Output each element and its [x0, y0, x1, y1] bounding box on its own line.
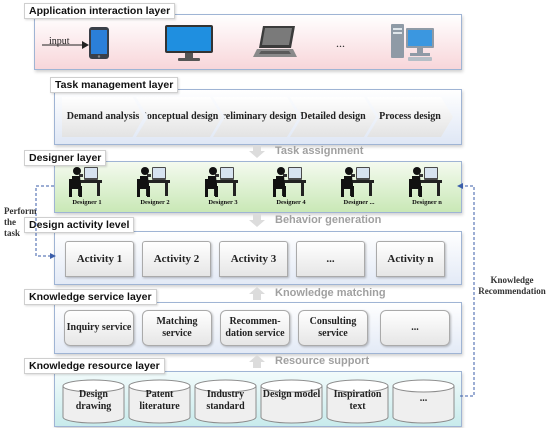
designer-label: Designer 2 [140, 199, 170, 206]
resource-support-label: Resource support [275, 355, 370, 367]
task-step-conceptual-design: Conceptual design [136, 97, 222, 137]
task-step-preliminary-design: Preliminary design [213, 97, 299, 137]
designer-label: Designer 1 [72, 199, 102, 206]
matching-service: Matching service [142, 310, 212, 346]
resource-row: Design drawing Patent literature Industr… [54, 371, 460, 425]
service-layer-title: Knowledge service layer [24, 289, 157, 305]
perform-task-label: Perform the task [4, 206, 37, 238]
resource-industry-standard: Industry standard [194, 379, 257, 425]
designer-label: Designer 4 [276, 199, 306, 206]
resource-inspiration-text: Inspiration text [326, 379, 389, 425]
service-row: Inquiry service Matching service Recomme… [54, 302, 460, 352]
knowledge-recommendation-connector [457, 183, 475, 397]
monitor-icon [165, 25, 213, 61]
perform-task-connector [35, 185, 56, 259]
designer-label: Designer n [412, 199, 442, 206]
database-cylinder-icon [62, 379, 125, 424]
recommendation-service: Recommen- dation service [220, 310, 290, 346]
designer-at-desk-icon [273, 167, 306, 197]
input-label: input [49, 36, 70, 47]
knowledge-matching-label: Knowledge matching [275, 287, 386, 299]
designer-4: Designer 4 [266, 165, 316, 209]
designer-row: Designer 1 Designer 2 [54, 161, 460, 211]
activity-layer-title: Design activity level [24, 217, 135, 233]
designer-label: Designer 3 [208, 199, 238, 206]
input-arrow [42, 41, 89, 49]
designer-2: Designer 2 [130, 165, 180, 209]
designer-label: Designer ... [343, 199, 375, 206]
resource-label: Industry standard [206, 389, 245, 412]
task-steps: Demand analysis Conceptual design Prelim… [62, 97, 453, 137]
resource-design-model: Design model [260, 379, 323, 425]
designer-1: Designer 1 [62, 165, 112, 209]
designer-at-desk-icon [69, 167, 102, 197]
resource-label: ... [419, 393, 428, 404]
laptop-icon [253, 26, 297, 57]
designer-3: Designer 3 [198, 165, 248, 209]
knowledge-matching-arrow [249, 287, 265, 300]
resource-patent-literature: Patent literature [128, 379, 191, 425]
designer-ellipsis: Designer ... [334, 165, 384, 209]
application-ellipsis: ... [336, 36, 345, 50]
knowledge-recommendation-label: Knowledge Recommendation [478, 275, 546, 296]
task-step-demand-analysis: Demand analysis [62, 97, 144, 137]
activity-ellipsis: ... [296, 241, 365, 277]
desktop-computer-icon [391, 24, 434, 61]
behavior-generation-arrow [249, 214, 265, 227]
designer-at-desk-icon [137, 167, 170, 197]
designer-at-desk-icon [205, 167, 238, 197]
database-cylinder-icon [194, 379, 257, 424]
consulting-service: Consulting service [298, 310, 368, 346]
inquiry-service: Inquiry service [64, 310, 134, 346]
task-assignment-label: Task assignment [275, 145, 364, 157]
resource-label: Design model [262, 389, 321, 400]
application-layer-title: Application interaction layer [24, 3, 176, 19]
service-ellipsis: ... [380, 310, 450, 346]
activity-row: Activity 1 Activity 2 Activity 3 ... Act… [54, 231, 460, 283]
database-cylinder-icon [128, 379, 191, 424]
resource-label: Design drawing [75, 389, 112, 412]
activity-1: Activity 1 [65, 241, 134, 277]
resource-layer-title: Knowledge resource layer [24, 358, 165, 374]
activity-2: Activity 2 [142, 241, 211, 277]
designer-at-desk-icon [341, 167, 374, 197]
activity-n: Activity n [376, 241, 445, 277]
task-layer-title: Task management layer [50, 77, 179, 93]
database-cylinder-icon [260, 379, 323, 424]
behavior-generation-label: Behavior generation [275, 214, 382, 226]
database-cylinder-icon [326, 379, 389, 424]
designer-n: Designer n [402, 165, 452, 209]
resource-design-drawing: Design drawing [62, 379, 125, 425]
task-step-process-design: Process design [367, 97, 453, 137]
resource-support-arrow [249, 355, 265, 368]
resource-label: Inspiration text [333, 389, 382, 412]
designer-layer-title: Designer layer [24, 150, 107, 166]
task-step-detailed-design: Detailed design [290, 97, 376, 137]
database-cylinder-icon [392, 379, 455, 424]
task-assignment-arrow [249, 145, 265, 158]
tablet-icon [89, 27, 109, 59]
designer-at-desk-icon [409, 167, 442, 197]
activity-3: Activity 3 [219, 241, 288, 277]
resource-label: Patent literature [139, 389, 180, 412]
resource-ellipsis: ... [392, 379, 455, 425]
